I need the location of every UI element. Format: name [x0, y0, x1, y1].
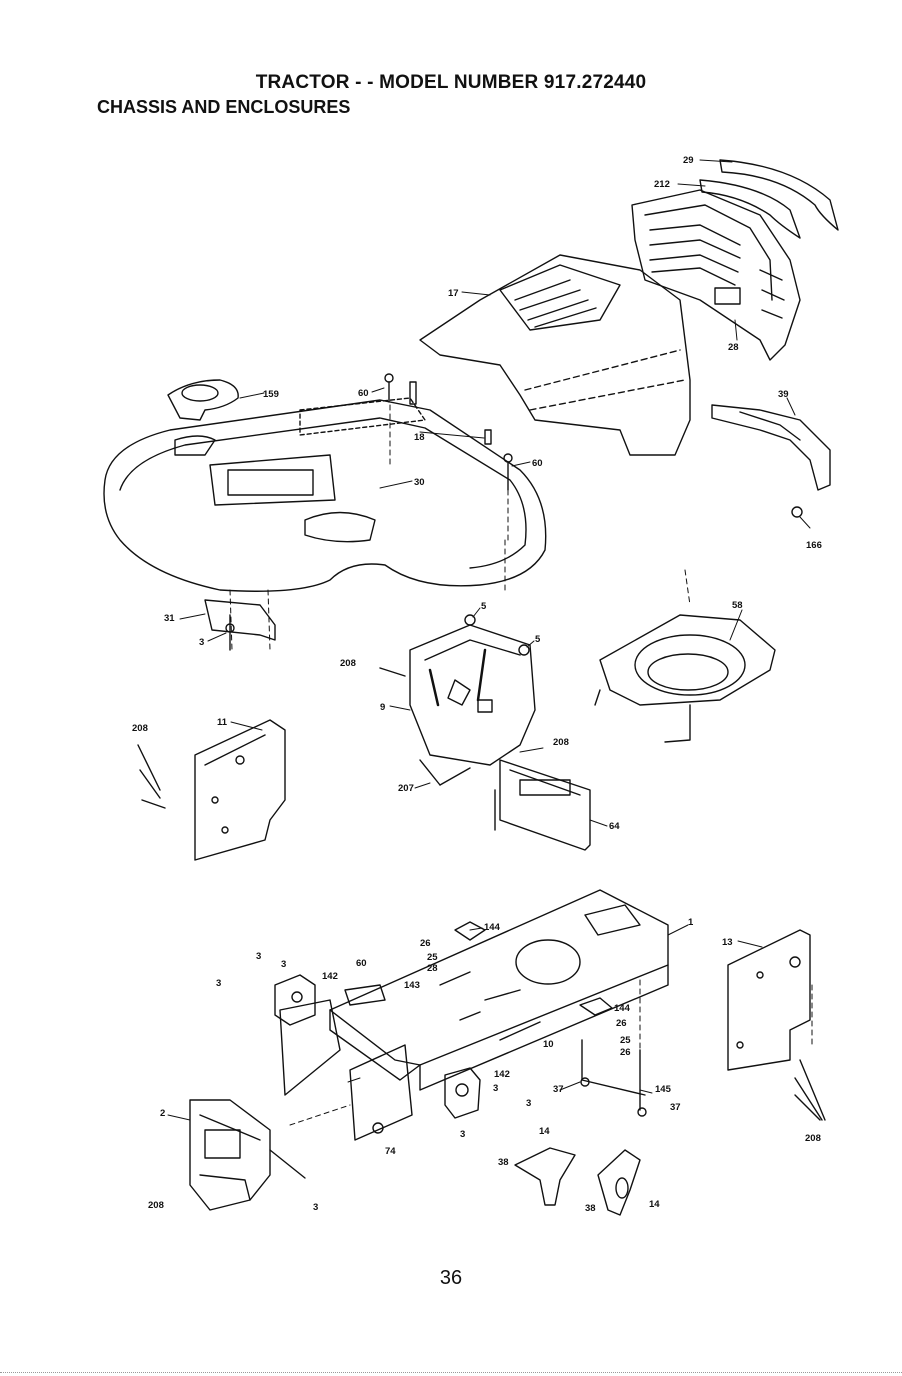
- dash-cover-part: [168, 380, 238, 420]
- callout-label: 208: [132, 723, 148, 734]
- callout-label: 3: [493, 1083, 498, 1094]
- brackets-38: [515, 1148, 640, 1215]
- callout-label: 142: [322, 971, 338, 982]
- page-number: 36: [0, 1267, 902, 1290]
- callout-label: 145: [655, 1084, 672, 1095]
- callout-label: 14: [539, 1126, 550, 1137]
- callout-label: 64: [609, 821, 620, 832]
- grille-part: [632, 190, 800, 360]
- callout-label: 26: [420, 938, 431, 949]
- callout-label: 144: [614, 1003, 631, 1014]
- callout-label: 58: [732, 600, 743, 611]
- callout-label: 9: [380, 702, 385, 713]
- callout-label: 17: [448, 288, 459, 299]
- callout-label: 10: [543, 1039, 554, 1050]
- callout-label: 26: [616, 1018, 627, 1029]
- callout-label: 5: [481, 601, 487, 612]
- callout-label: 14: [649, 1199, 660, 1210]
- callout-label: 208: [553, 737, 569, 748]
- callout-label: 144: [484, 922, 501, 933]
- callout-label: 207: [398, 783, 414, 794]
- callout-label: 3: [313, 1202, 318, 1213]
- callout-label: 30: [414, 477, 425, 488]
- callout-label: 2: [160, 1108, 165, 1119]
- side-panel-13: [728, 930, 825, 1120]
- callout-label: 3: [526, 1098, 531, 1109]
- side-panel-64: [495, 760, 590, 850]
- callout-label: 25: [620, 1035, 631, 1046]
- callout-label: 74: [385, 1146, 396, 1157]
- callout-label: 3: [216, 978, 221, 989]
- callout-label: 38: [585, 1203, 596, 1214]
- leader-lines: [168, 160, 810, 1120]
- callout-label: 3: [281, 959, 286, 970]
- bracket-part: [712, 405, 830, 490]
- callout-label: 26: [620, 1047, 631, 1058]
- callout-label: 60: [356, 958, 367, 969]
- callout-label: 208: [340, 658, 356, 669]
- linkage-145: [581, 1040, 646, 1116]
- callout-label: 208: [805, 1133, 821, 1144]
- callout-label: 5: [535, 634, 541, 645]
- callout-label: 28: [427, 963, 438, 974]
- fender-body-part: [104, 398, 546, 591]
- callout-label: 31: [164, 613, 175, 624]
- bottom-rule: [0, 1372, 902, 1373]
- callout-label: 159: [263, 389, 279, 400]
- hood-part: [420, 255, 690, 455]
- bolts-207: [420, 760, 470, 785]
- callout-label: 29: [683, 155, 694, 166]
- callout-label: 3: [256, 951, 261, 962]
- chassis-frame-part: [330, 890, 668, 1090]
- callout-label: 166: [806, 540, 822, 551]
- dashboard-panel-part: [380, 615, 535, 765]
- callout-label: 142: [494, 1069, 510, 1080]
- front-bumper-part: [190, 1100, 305, 1210]
- callout-label: 13: [722, 937, 733, 948]
- callout-label: 212: [654, 179, 670, 190]
- callout-label: 143: [404, 980, 420, 991]
- callout-label: 38: [498, 1157, 509, 1168]
- callout-label: 3: [460, 1129, 465, 1140]
- callout-label: 60: [358, 388, 369, 399]
- fastener-166: [792, 507, 802, 517]
- callout-label: 11: [217, 717, 228, 728]
- hood-bolts: [385, 374, 512, 490]
- callout-label: 37: [553, 1084, 564, 1095]
- callout-label: 208: [148, 1200, 164, 1211]
- seat-pan-part: [595, 615, 775, 742]
- callout-label: 3: [199, 637, 204, 648]
- callout-label: 1: [688, 917, 694, 928]
- callout-label: 28: [728, 342, 739, 353]
- callout-label: 37: [670, 1102, 681, 1113]
- side-panel-11: [138, 720, 285, 860]
- lower-bracket-31: [205, 600, 275, 650]
- assembly-dash-lines: [230, 405, 812, 1125]
- callout-label: 18: [414, 432, 425, 443]
- callout-label: 60: [532, 458, 543, 469]
- callout-label: 39: [778, 389, 789, 400]
- callout-label: 25: [427, 952, 438, 963]
